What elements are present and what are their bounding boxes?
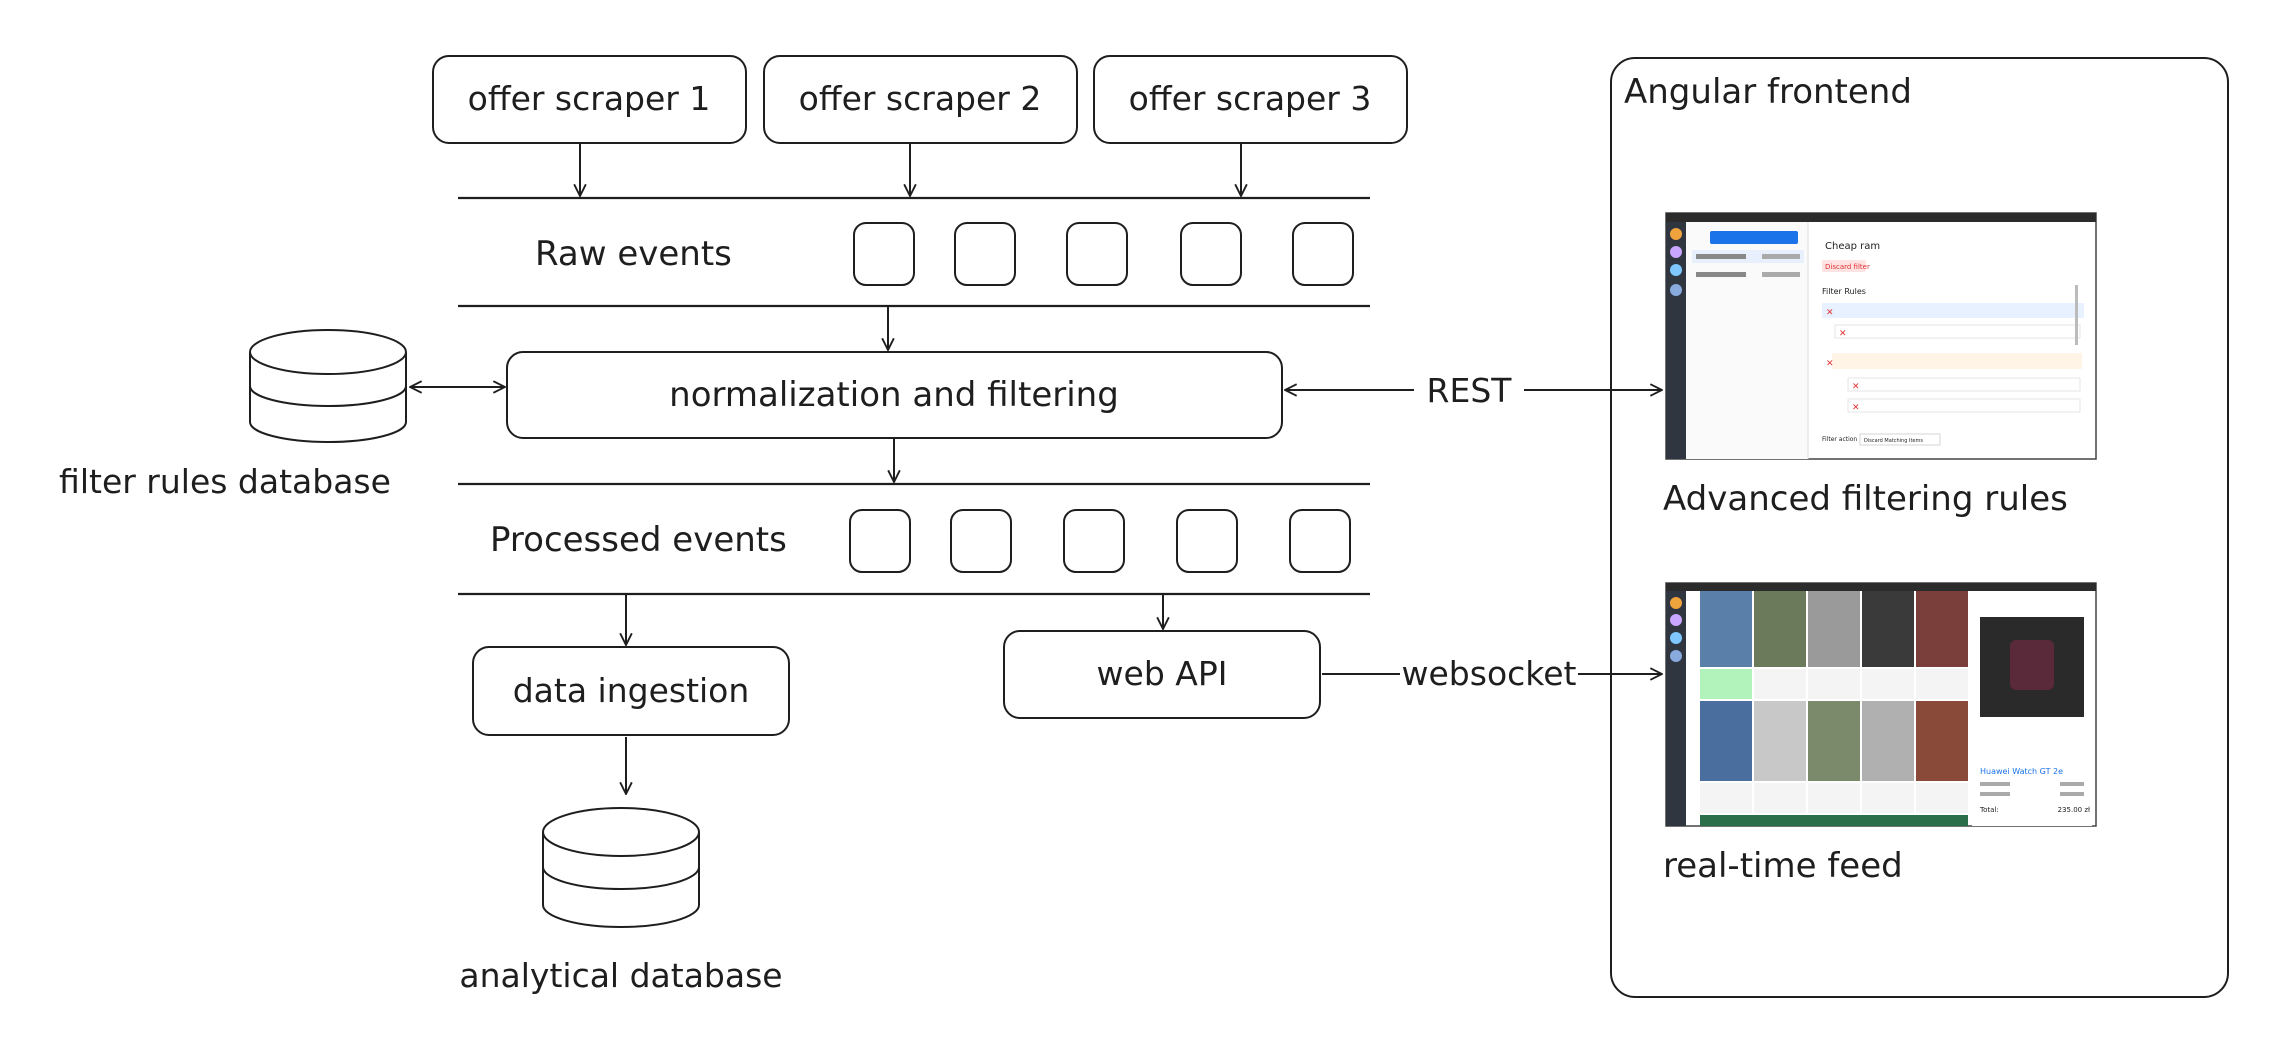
filter-rules-database-label: filter rules database <box>59 462 391 501</box>
filter-action-value-text: Discard Matching Items <box>1864 438 1923 444</box>
raw-events-label: Raw events <box>535 234 732 274</box>
angular-frontend-container: Angular frontend <box>1610 57 2229 998</box>
normalization-label: normalization and filtering <box>669 375 1119 415</box>
scraper-1-label: offer scraper 1 <box>468 79 711 118</box>
angular-frontend-title: Angular frontend <box>1624 72 1912 112</box>
svg-text:✕: ✕ <box>1852 382 1860 392</box>
analytical-database: analytical database <box>459 807 783 995</box>
normalization-node: normalization and filtering <box>506 351 1283 439</box>
feed-total-label-text: Total: <box>1979 806 1999 814</box>
discard-filter-text: Discard filter <box>1825 263 1870 271</box>
queue-slot <box>849 509 911 573</box>
scraper-2-label: offer scraper 2 <box>799 79 1042 118</box>
filter-rules-database: filter rules database <box>59 329 407 501</box>
queue-slot <box>1289 509 1351 573</box>
websocket-edge-label: websocket <box>1402 654 1577 693</box>
queue-slot <box>1292 222 1354 286</box>
scraper-1-node: offer scraper 1 <box>432 55 747 144</box>
svg-text:✕: ✕ <box>1839 329 1847 339</box>
queue-slot <box>1180 222 1242 286</box>
filter-rules-heading-text: Filter Rules <box>1822 287 1866 296</box>
web-api-node: web API <box>1003 630 1321 719</box>
processed-events-queue: Processed events <box>458 482 1370 596</box>
rest-edge-label: REST <box>1427 371 1513 410</box>
raw-events-queue: Raw events <box>458 196 1370 308</box>
filter-name-text: Cheap ram <box>1825 241 1880 252</box>
feed-detail-title-text: Huawei Watch GT 2e <box>1980 767 2063 776</box>
queue-slot <box>1066 222 1128 286</box>
realtime-feed-screenshot: Huawei Watch GT 2e Total: 235.00 zł <box>1665 582 2097 827</box>
screenshot-1-caption: Advanced filtering rules <box>1663 479 2068 519</box>
scraper-2-node: offer scraper 2 <box>763 55 1078 144</box>
screenshot-2-caption: real-time feed <box>1663 846 1903 886</box>
svg-text:✕: ✕ <box>1826 308 1834 318</box>
data-ingestion-node: data ingestion <box>472 646 790 736</box>
analytical-database-label: analytical database <box>459 956 782 995</box>
processed-events-label: Processed events <box>490 520 787 560</box>
queue-slot <box>950 509 1012 573</box>
filter-action-label-text: Filter action <box>1822 436 1857 443</box>
queue-slot <box>853 222 915 286</box>
scraper-3-label: offer scraper 3 <box>1129 79 1372 118</box>
svg-text:✕: ✕ <box>1826 359 1834 369</box>
feed-total-value-text: 235.00 zł <box>2058 806 2090 814</box>
queue-slot <box>954 222 1016 286</box>
web-api-label: web API <box>1097 654 1228 693</box>
queue-slot <box>1176 509 1238 573</box>
scraper-3-node: offer scraper 3 <box>1093 55 1408 144</box>
queue-slot <box>1063 509 1125 573</box>
svg-text:✕: ✕ <box>1852 403 1860 413</box>
filter-rules-screenshot: Cheap ram Discard filter Filter Rules ✕ … <box>1665 212 2097 460</box>
data-ingestion-label: data ingestion <box>513 671 750 710</box>
